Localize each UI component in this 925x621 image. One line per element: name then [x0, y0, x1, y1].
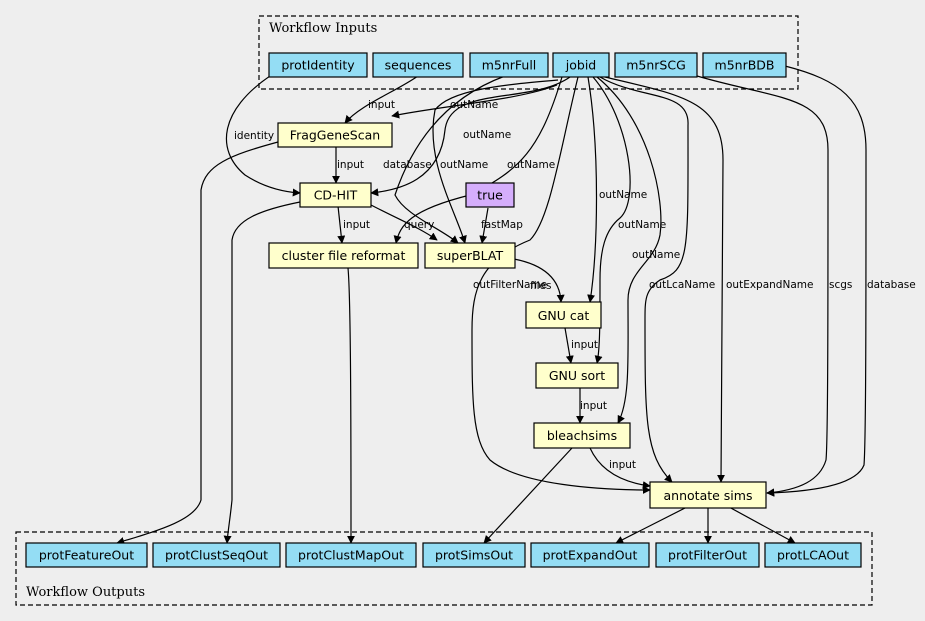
- edge-clusterreformat-protclustmapout: [346, 267, 355, 544]
- edge-label: outExpandName: [726, 279, 813, 291]
- edge-label: files: [530, 280, 551, 292]
- node-m5nrfull[interactable]: m5nrFull: [469, 52, 549, 78]
- edge-label: input: [368, 99, 395, 111]
- edge-jobid-annotatesims-expand: [604, 76, 726, 483]
- workflow-outputs-cluster: Workflow Outputs: [15, 531, 873, 606]
- node-gnusort[interactable]: GNU sort: [535, 362, 619, 389]
- node-protfeatureout[interactable]: protFeatureOut: [25, 542, 148, 568]
- edge-label: input: [580, 400, 607, 412]
- edge-label: outName: [599, 189, 647, 201]
- edge-label: outName: [440, 159, 488, 171]
- edge-jobid-gnusort: [592, 76, 631, 364]
- node-label: protFeatureOut: [39, 548, 134, 563]
- edge-jobid-bleachsims: [596, 76, 662, 424]
- node-superblat[interactable]: superBLAT: [424, 242, 516, 269]
- edge-superblat-gnucat: [513, 258, 565, 303]
- node-label: jobid: [565, 58, 596, 73]
- node-m5nrbdb[interactable]: m5nrBDB: [702, 52, 787, 78]
- edge-label: outName: [632, 249, 680, 261]
- node-fraggenescan[interactable]: FragGeneScan: [277, 122, 393, 148]
- node-label: annotate sims: [664, 488, 753, 503]
- node-jobid[interactable]: jobid: [552, 52, 610, 78]
- node-label: sequences: [385, 58, 452, 73]
- node-true[interactable]: true: [465, 182, 515, 208]
- edge-sequences-fraggenescan: [344, 75, 419, 124]
- node-label: protIdentity: [281, 58, 355, 73]
- edge-label: identity: [234, 130, 274, 142]
- node-sequences[interactable]: sequences: [372, 52, 464, 78]
- edge-gnucat-gnusort: [564, 327, 574, 364]
- node-protclustseqout[interactable]: protClustSeqOut: [152, 542, 281, 568]
- edge-bleachsims-protsimsout: [483, 447, 573, 544]
- edge-annotatesims-protlcaout: [728, 506, 796, 544]
- edge-m5nrbdb-annotatesims: [766, 65, 867, 497]
- node-protsimsout[interactable]: protSimsOut: [422, 542, 526, 568]
- edge-label: input: [343, 219, 370, 231]
- node-clusterreformat[interactable]: cluster file reformat: [268, 242, 419, 269]
- node-gnucat[interactable]: GNU cat: [525, 301, 602, 329]
- edge-jobid-gnucat: [587, 76, 598, 303]
- edge-label: scgs: [829, 279, 852, 291]
- edge-annotatesims-protexpandout: [615, 506, 688, 544]
- node-label: protLCAOut: [777, 548, 849, 563]
- node-label: cluster file reformat: [282, 248, 406, 263]
- node-label: superBLAT: [437, 248, 504, 263]
- node-label: m5nrBDB: [715, 58, 775, 73]
- edge-cdhit-clusterreformat: [337, 205, 346, 244]
- edge-cdhit-superblat: [370, 204, 438, 241]
- node-label: protSimsOut: [435, 548, 513, 563]
- edge-protidentity-cdhit: [225, 75, 301, 197]
- edge-jobid-annotatesims-filter: [471, 76, 651, 494]
- node-protlcaout[interactable]: protLCAOut: [764, 542, 862, 568]
- workflow-inputs-label: Workflow Inputs: [269, 21, 377, 36]
- edge-fraggenescan-protfeatureout: [116, 141, 279, 545]
- node-annotatesims[interactable]: annotate sims: [649, 481, 767, 509]
- edge-label: outName: [463, 129, 511, 141]
- node-cdhit[interactable]: CD-HIT: [299, 182, 372, 208]
- edge-jobid-annotatesims-lca: [599, 76, 689, 483]
- edge-jobid-cdhit: [370, 76, 571, 197]
- edge-label: outLcaName: [649, 279, 715, 291]
- edge-label: database: [383, 159, 432, 171]
- node-label: bleachsims: [547, 428, 617, 443]
- nodes: protIdentity sequences m5nrFull jobid m5…: [25, 52, 862, 568]
- edges: input outName identity input outName inp…: [116, 65, 916, 545]
- node-protexpandout[interactable]: protExpandOut: [530, 542, 650, 568]
- edge-m5nrscg-annotatesims: [696, 75, 829, 497]
- node-label: protClustMapOut: [298, 548, 404, 563]
- node-protclustmapout[interactable]: protClustMapOut: [285, 542, 417, 568]
- edge-label: input: [337, 159, 364, 171]
- edge-m5nrfull-superblat: [394, 75, 506, 244]
- edge-label: fastMap: [481, 219, 523, 231]
- node-bleachsims[interactable]: bleachsims: [533, 422, 631, 449]
- node-label: CD-HIT: [314, 188, 358, 203]
- edge-label: input: [571, 339, 598, 351]
- edge-label: outName: [450, 99, 498, 111]
- node-label: protClustSeqOut: [165, 548, 268, 563]
- edge-label: input: [609, 459, 636, 471]
- edge-label: query: [404, 219, 434, 231]
- node-label: m5nrSCG: [626, 58, 686, 73]
- workflow-inputs-cluster: Workflow Inputs: [258, 15, 799, 90]
- node-label: GNU sort: [549, 368, 605, 383]
- edge-label: database: [867, 279, 916, 291]
- node-label: m5nrFull: [482, 58, 537, 73]
- edge-label: outFilterName: [473, 279, 547, 291]
- node-label: true: [477, 188, 503, 203]
- node-label: protFilterOut: [668, 548, 747, 563]
- edge-jobid-superblat: [432, 79, 559, 244]
- edge-label: outName: [507, 159, 555, 171]
- edge-cdhit-protclustseqout: [223, 201, 301, 544]
- edge-jobid-fraggenescan: [391, 84, 558, 119]
- edge-true-superblat: [479, 207, 489, 244]
- edge-bleachsims-annotatesims: [589, 447, 651, 490]
- node-label: protExpandOut: [543, 548, 638, 563]
- node-label: FragGeneScan: [290, 128, 380, 143]
- node-protidentity[interactable]: protIdentity: [268, 52, 368, 78]
- node-m5nrscg[interactable]: m5nrSCG: [614, 52, 698, 78]
- node-label: GNU cat: [538, 308, 590, 323]
- workflow-outputs-label: Workflow Outputs: [26, 585, 145, 600]
- node-protfilterout[interactable]: protFilterOut: [655, 542, 760, 568]
- edge-label: outName: [618, 219, 666, 231]
